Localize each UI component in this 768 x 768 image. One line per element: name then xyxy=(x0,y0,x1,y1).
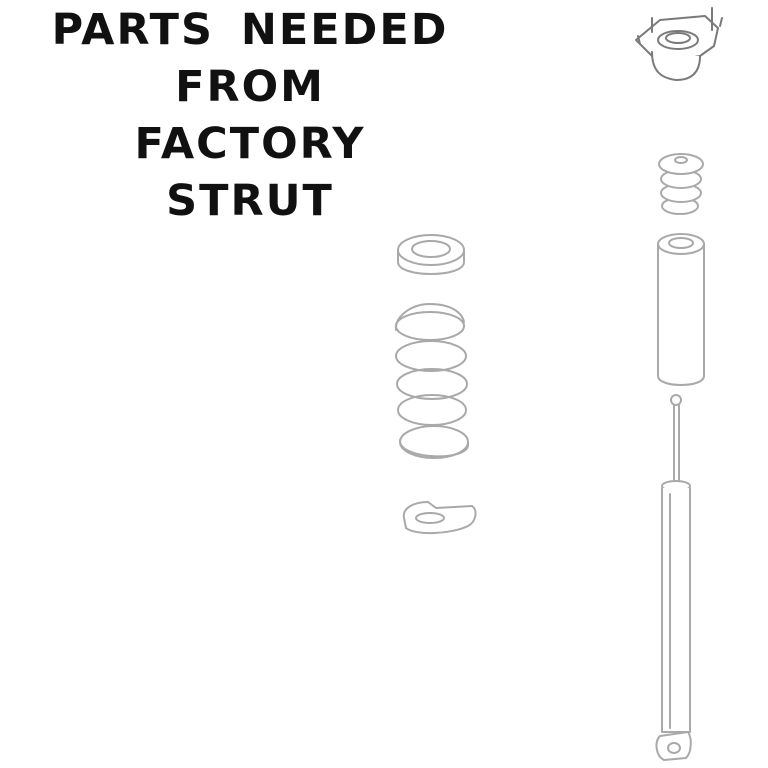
lower-spring-isolator xyxy=(402,501,477,535)
heading-line-3: FACTORY xyxy=(134,119,366,169)
heading-line-1: PARTS NEEDED xyxy=(51,5,449,55)
bump-stop xyxy=(658,153,704,215)
heading-line-2: FROM xyxy=(175,62,325,112)
upper-spring-seat xyxy=(397,234,465,275)
strut-mount xyxy=(635,7,723,81)
heading: PARTS NEEDED FROM FACTORY STRUT xyxy=(0,2,500,230)
shock-absorber xyxy=(655,394,692,761)
dust-boot xyxy=(657,233,705,386)
heading-line-4: STRUT xyxy=(166,176,334,226)
coil-spring xyxy=(394,303,470,459)
